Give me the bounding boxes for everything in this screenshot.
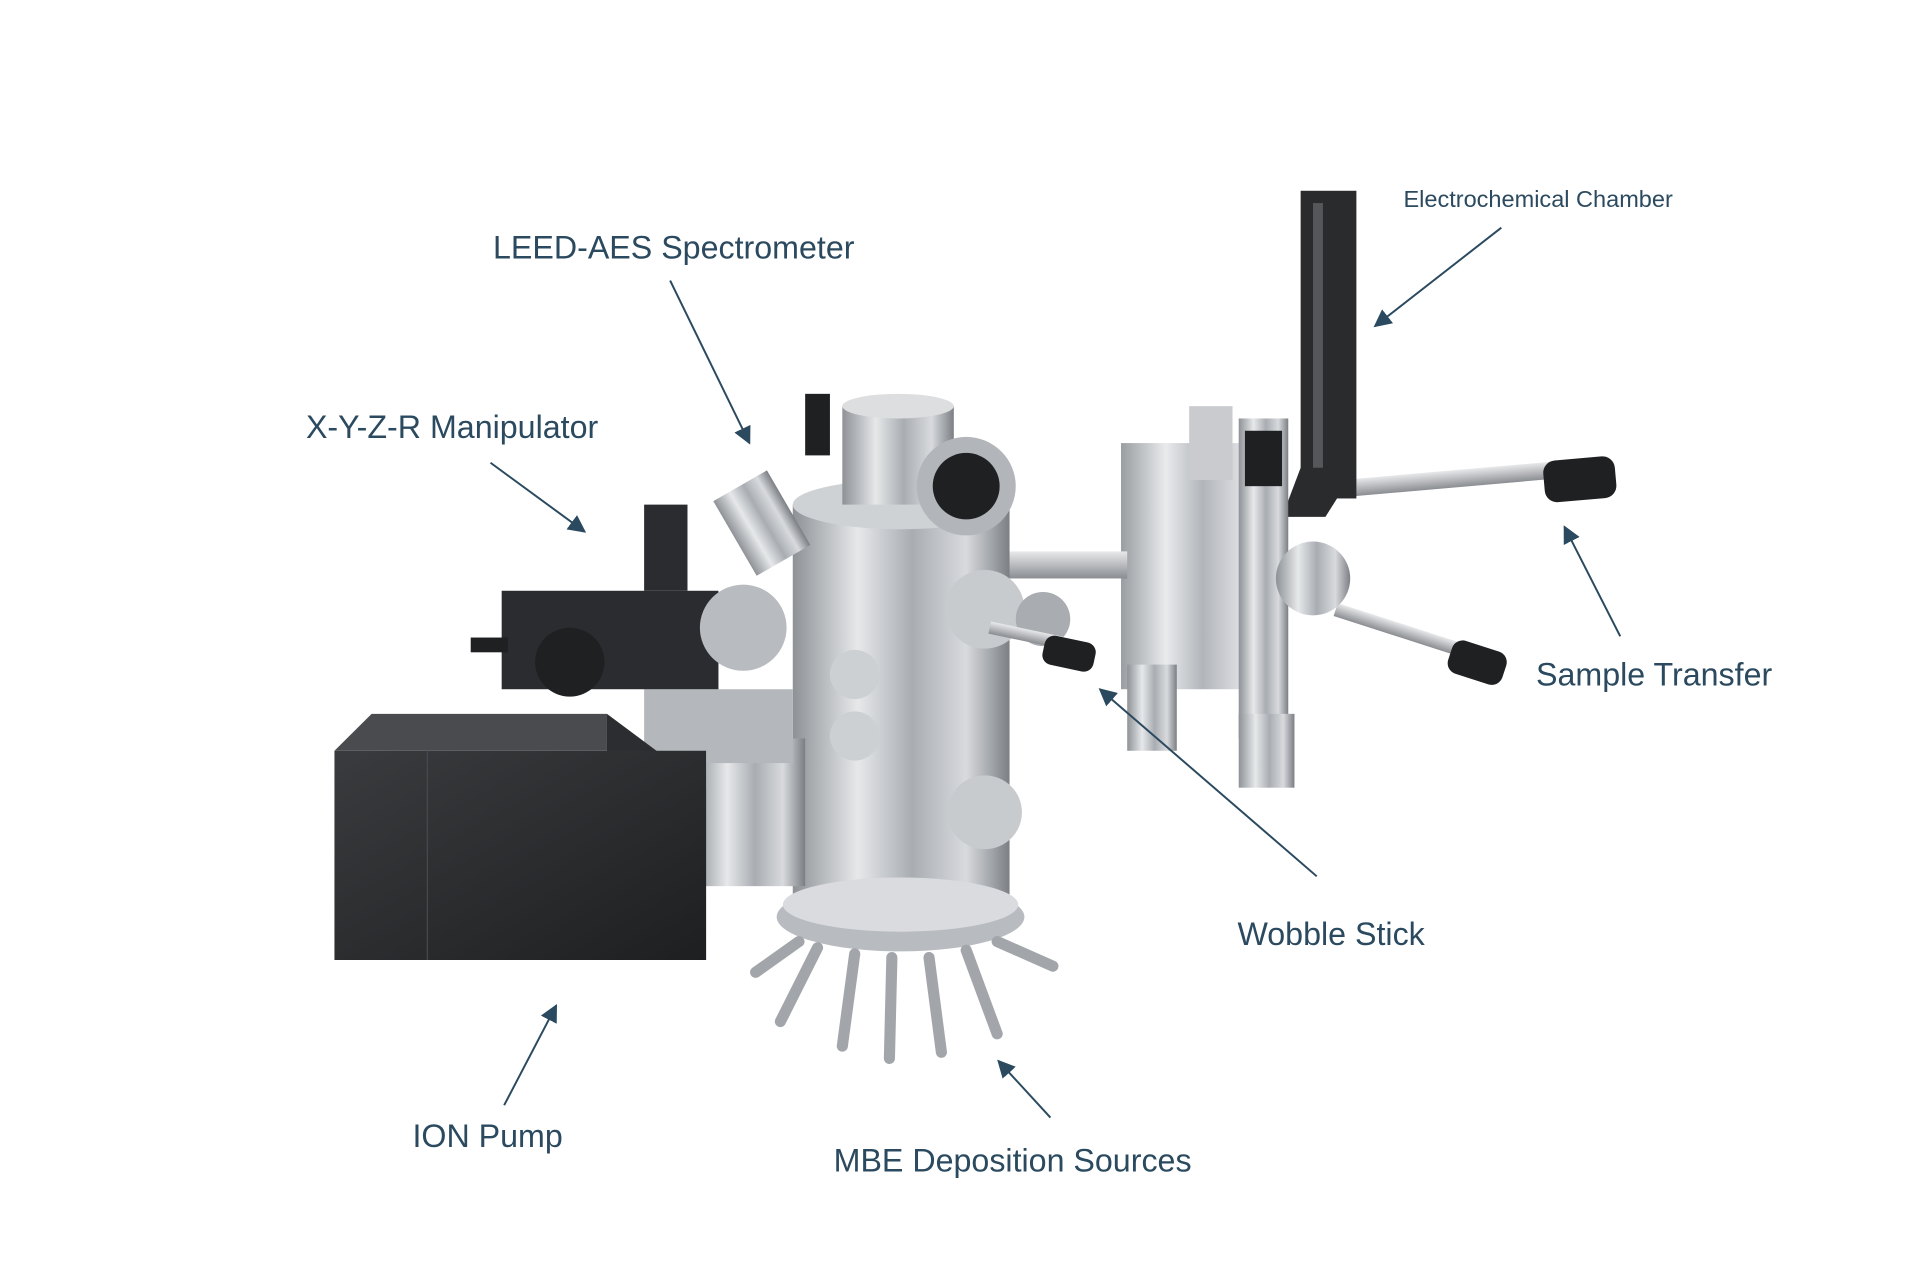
machine-illustration	[334, 190, 1617, 1064]
manipulator	[470, 504, 787, 697]
label-mbe-sources: MBE Deposition Sources	[834, 1143, 1192, 1179]
wobble-side-rod	[1333, 603, 1468, 658]
arrow-ion-pump	[503, 1003, 558, 1106]
label-ion-pump: ION Pump	[412, 1118, 562, 1154]
arrow-wobble-stick	[1098, 688, 1318, 878]
label-manipulator: X-Y-Z-R Manipulator	[306, 409, 599, 445]
side-rod-handle	[1447, 640, 1507, 685]
main-chamber	[792, 504, 1010, 911]
wobble-stick-rod	[988, 621, 1064, 649]
sample-transfer-handle	[1543, 456, 1617, 503]
ion-pump	[334, 713, 707, 960]
arrow-mbe-sources	[997, 1059, 1052, 1119]
mbe-sources	[750, 936, 1059, 1064]
arrow-manipulator	[489, 461, 587, 533]
label-sample-transfer: Sample Transfer	[1536, 657, 1773, 693]
label-electrochemical-chamber: Electrochemical Chamber	[1403, 186, 1673, 212]
label-leed-aes: LEED-AES Spectrometer	[493, 230, 855, 266]
sample-transfer-rod	[1313, 461, 1562, 500]
electrochemical-arm	[1300, 190, 1357, 499]
arrow-sample-transfer	[1563, 525, 1622, 637]
arrow-electrochemical	[1373, 226, 1502, 328]
arrow-leed-aes	[669, 280, 751, 445]
label-wobble-stick: Wobble Stick	[1237, 916, 1425, 952]
